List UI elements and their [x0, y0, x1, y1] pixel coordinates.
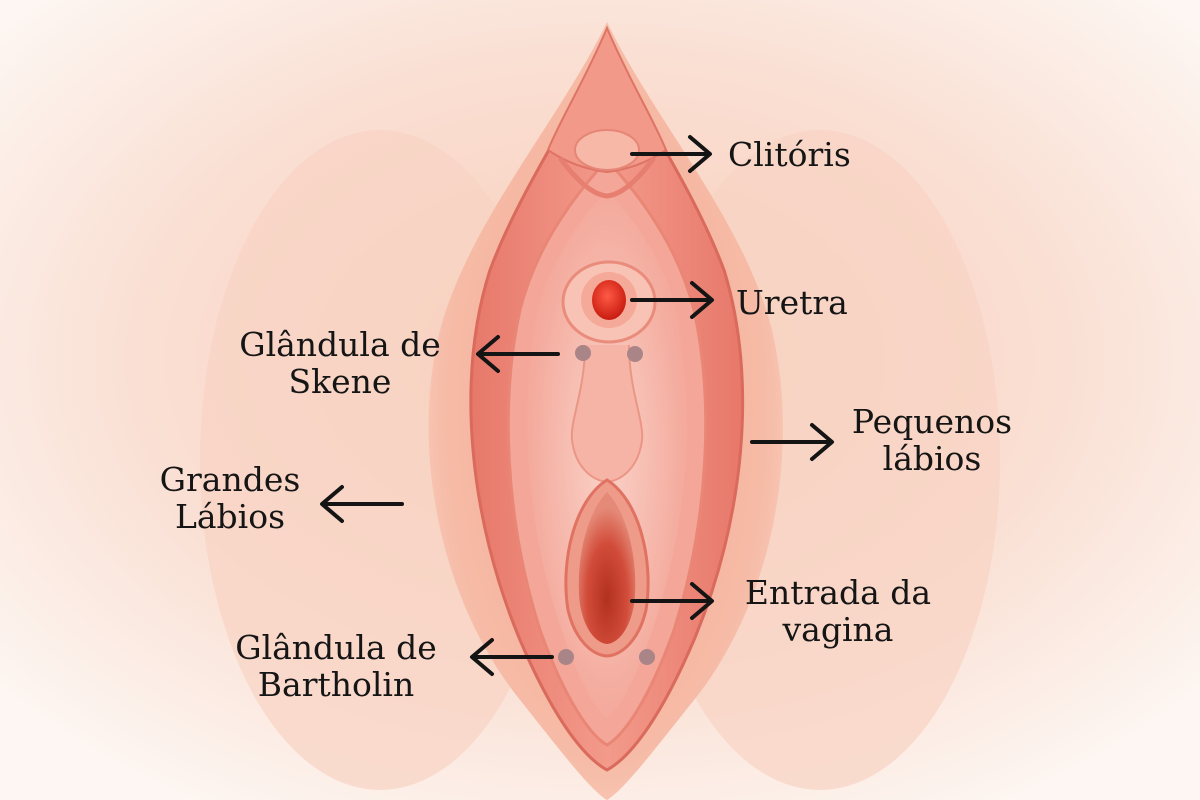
labia-majora-arrow: [320, 485, 404, 523]
label-labia-majora-line1: Grandes: [159, 460, 301, 499]
label-urethra-line1: Uretra: [736, 283, 848, 322]
label-clitoris: Clitóris: [728, 136, 851, 173]
skene-gland-left: [575, 345, 591, 361]
bartholin-gland-left: [558, 649, 574, 665]
label-labia-majora: Grandes Lábios: [135, 461, 325, 535]
skene-arrow: [476, 335, 560, 373]
label-bartholin-gland: Glândula de Bartholin: [216, 629, 456, 703]
label-labia-majora-line2: Lábios: [174, 497, 286, 536]
label-labia-minora-line1: Pequenos: [851, 402, 1013, 441]
urethra-arrow: [630, 281, 714, 319]
label-labia-minora-line2: lábios: [882, 439, 982, 478]
label-skene-gland: Glândula de Skene: [220, 326, 460, 400]
labia-minora-arrow: [750, 423, 834, 461]
skene-gland-right: [627, 346, 643, 362]
label-skene-line2: Skene: [288, 362, 392, 401]
label-bartholin-line1: Glândula de: [235, 628, 437, 667]
label-vagina-line2: vagina: [782, 610, 894, 649]
urethra-opening: [592, 280, 626, 320]
label-vagina-line1: Entrada da: [744, 573, 932, 612]
bartholin-gland-right: [639, 649, 655, 665]
clitoris-arrow: [630, 135, 712, 173]
label-labia-minora: Pequenos lábios: [832, 403, 1032, 477]
label-bartholin-line2: Bartholin: [257, 665, 415, 704]
bartholin-arrow: [470, 638, 554, 676]
label-vagina-entrance: Entrada da vagina: [720, 574, 956, 648]
vaginal-opening: [578, 492, 636, 644]
label-clitoris-line1: Clitóris: [728, 135, 851, 174]
vagina-arrow: [630, 582, 714, 620]
label-skene-line1: Glândula de: [239, 325, 441, 364]
label-urethra: Uretra: [736, 284, 848, 321]
clitoris-shape: [574, 129, 640, 171]
